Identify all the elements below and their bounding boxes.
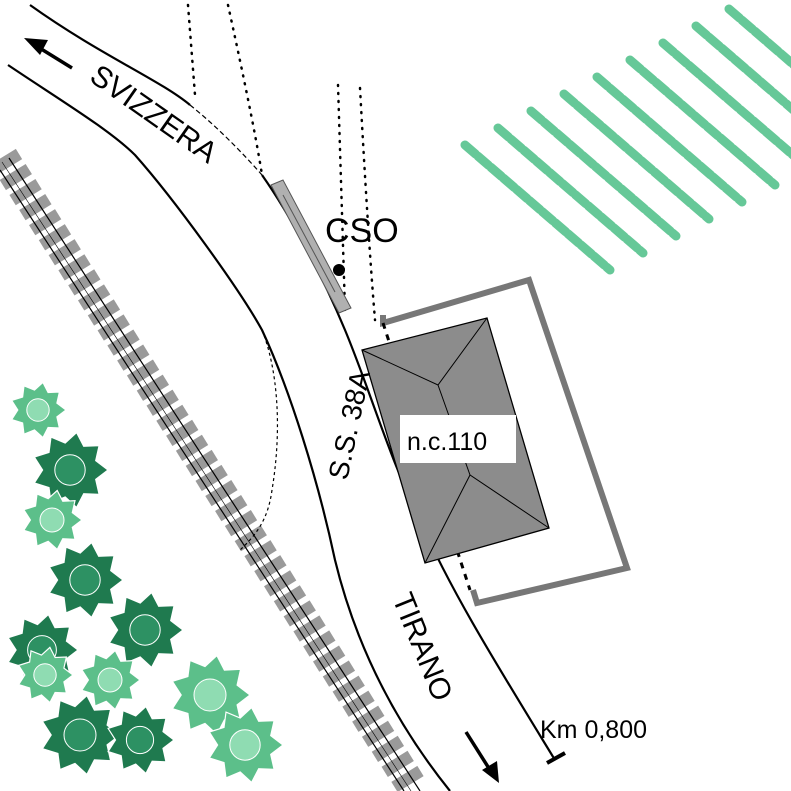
milestone-label: Km 0,800	[540, 716, 647, 744]
dotted-paths	[186, 3, 377, 322]
rail-sleeper	[234, 525, 267, 552]
tree-icon	[22, 489, 83, 551]
rail-sleeper	[195, 464, 228, 492]
railway	[0, 148, 424, 791]
vineyard-row	[493, 123, 648, 258]
arrow-svizzera-icon	[24, 38, 73, 70]
rail-sleeper	[146, 389, 179, 416]
rail-sleeper	[254, 555, 287, 582]
building-label-box	[400, 415, 516, 463]
tree-icon	[41, 694, 121, 776]
rail-sleeper	[244, 540, 277, 567]
rail-sleeper	[156, 404, 189, 431]
tree-icon	[33, 431, 109, 509]
rail-sleeper	[97, 314, 130, 341]
vineyard-row	[724, 4, 791, 69]
road-label: S.S. 38A	[323, 367, 376, 482]
rail-sleeper	[77, 284, 111, 311]
cso-point	[333, 264, 345, 276]
rail-sleeper	[58, 254, 91, 281]
vineyard	[460, 4, 791, 275]
rail-sleeper	[38, 224, 72, 251]
rail-sleeper	[87, 299, 121, 326]
rail-sleeper	[293, 615, 326, 642]
tirano-label: TIRANO	[386, 588, 459, 705]
rail-sleeper	[175, 434, 209, 462]
tree-icon	[17, 646, 74, 704]
rail-sleeper	[361, 720, 395, 747]
side-road	[189, 104, 279, 551]
property-outline	[380, 276, 631, 607]
vineyard-row	[691, 21, 791, 114]
vineyard-row	[460, 140, 615, 275]
rail-sleeper	[371, 735, 405, 762]
rail-sleeper	[205, 479, 238, 507]
rail-sleeper	[381, 750, 414, 778]
rail-sleeper	[117, 344, 150, 371]
tree-icon	[80, 649, 141, 711]
rail-sleeper	[273, 585, 307, 612]
rail-sleeper	[215, 494, 248, 522]
tree-icon	[108, 591, 184, 669]
rail-sleeper	[224, 510, 258, 537]
rail-sleeper	[68, 269, 101, 296]
tree-icon	[208, 706, 284, 784]
rail-sleeper	[136, 374, 170, 401]
rail-sleeper	[126, 359, 160, 386]
rail-sleeper	[322, 660, 356, 687]
rail-sleeper	[391, 765, 424, 791]
tree-icon	[107, 705, 175, 775]
rail-sleeper	[48, 239, 81, 266]
milestone-tick	[546, 751, 566, 765]
rail-sleeper	[312, 645, 346, 672]
vineyard-row	[658, 38, 791, 160]
rail-sleeper	[332, 675, 365, 702]
rail-sleeper	[342, 690, 375, 717]
rail-sleeper	[303, 630, 336, 657]
vineyard-row	[592, 72, 747, 207]
rail-sleeper	[107, 329, 140, 356]
sidewalk-strip	[270, 179, 352, 314]
rail-sleeper	[0, 163, 32, 191]
rail-sleeper	[352, 705, 385, 732]
rail-sleeper	[0, 148, 23, 173]
vineyard-row	[526, 106, 681, 241]
rail-sleeper	[29, 209, 62, 236]
rail-sleeper	[264, 570, 297, 597]
cso-label: CSO	[325, 212, 399, 250]
svizzera-label: SVIZZERA	[84, 59, 223, 170]
trees	[7, 381, 284, 784]
arrow-tirano-icon	[464, 731, 499, 783]
vineyard-row	[559, 89, 714, 224]
rail-sleeper	[19, 194, 52, 221]
vineyard-row	[625, 55, 780, 190]
building-label: n.c.110	[407, 428, 487, 456]
rail-sleeper	[283, 600, 316, 627]
rail-sleeper	[9, 178, 42, 206]
tree-icon	[10, 381, 67, 439]
rail-sleeper	[166, 419, 199, 446]
tree-icon	[48, 541, 124, 619]
rail-sleeper	[185, 449, 218, 477]
